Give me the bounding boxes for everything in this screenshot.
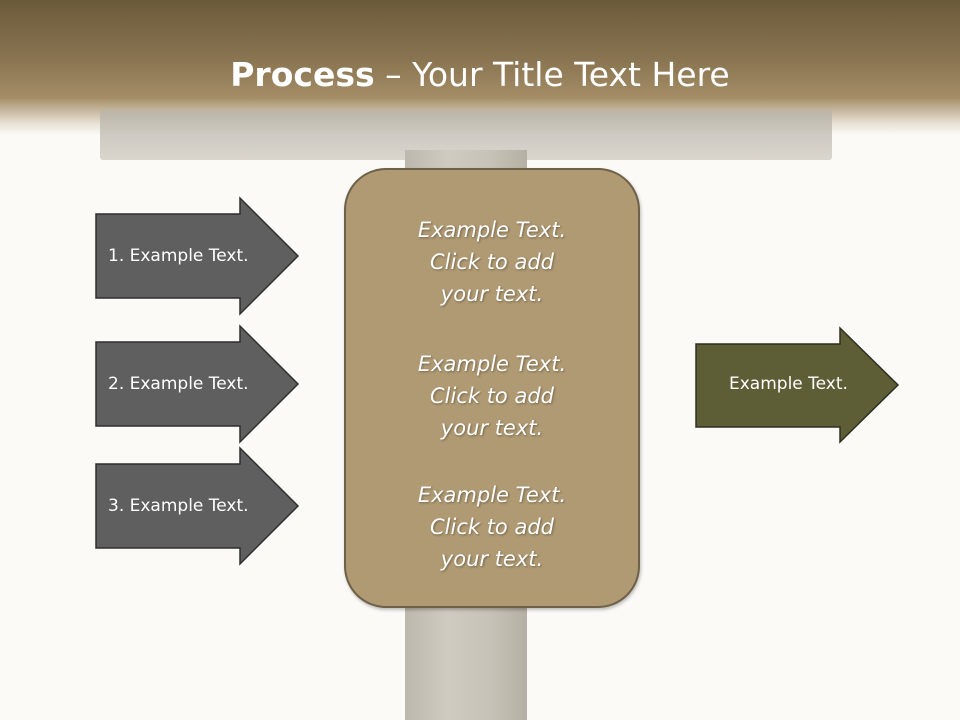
slide-title: Process – Your Title Text Here <box>0 52 960 98</box>
title-bold: Process <box>230 55 375 94</box>
output-label: Example Text. <box>729 374 848 394</box>
block-1-line-1: Example Text. <box>417 218 567 242</box>
center-block-1: Example Text. Click to add your text. <box>346 214 638 310</box>
center-block-2: Example Text. Click to add your text. <box>346 348 638 444</box>
step-1-arrow[interactable] <box>95 196 300 316</box>
block-1-line-2: Click to add <box>429 250 554 274</box>
output-arrow[interactable] <box>695 326 900 444</box>
step-3-label: 3. Example Text. <box>108 496 249 516</box>
step-2-arrow[interactable] <box>95 324 300 444</box>
block-3-line-1: Example Text. <box>417 483 567 507</box>
center-block-3: Example Text. Click to add your text. <box>346 479 638 575</box>
block-3-line-2: Click to add <box>429 515 554 539</box>
step-1-label: 1. Example Text. <box>108 246 249 266</box>
step-3-arrow[interactable] <box>95 446 300 566</box>
block-3-line-3: your text. <box>440 547 544 571</box>
step-2-label: 2. Example Text. <box>108 374 249 394</box>
block-2-line-2: Click to add <box>429 384 554 408</box>
block-1-line-3: your text. <box>440 282 544 306</box>
block-2-line-3: your text. <box>440 416 544 440</box>
center-text-box[interactable]: Example Text. Click to add your text. Ex… <box>344 168 640 608</box>
block-2-line-1: Example Text. <box>417 352 567 376</box>
title-rest: – Your Title Text Here <box>374 55 730 94</box>
